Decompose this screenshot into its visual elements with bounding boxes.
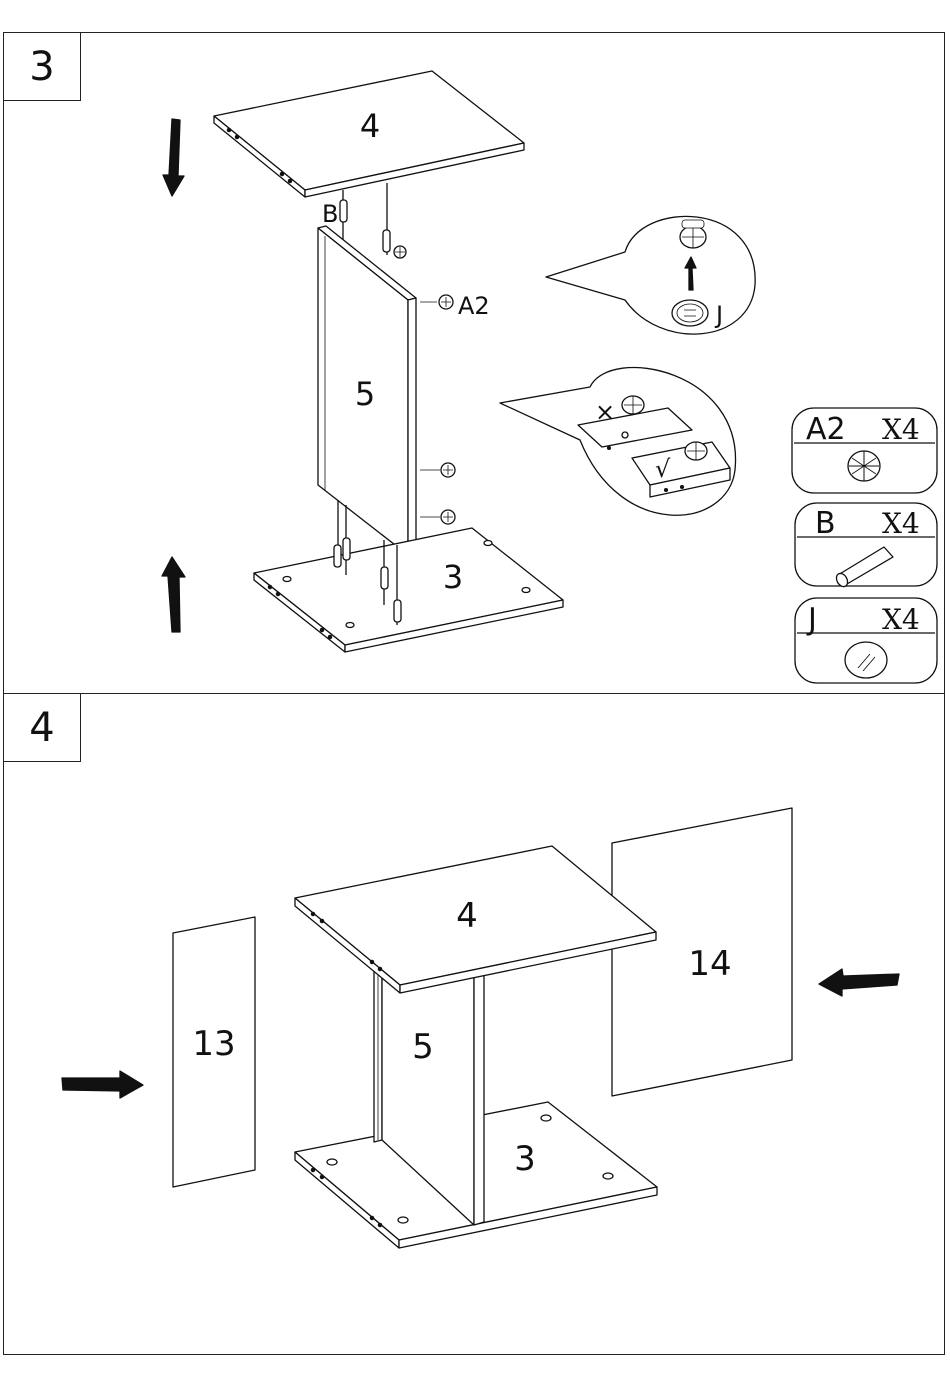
arrow-up-icon xyxy=(162,557,185,632)
dowel-icon xyxy=(383,230,390,252)
part-qty: X4 xyxy=(882,507,920,540)
cam-lock-icon xyxy=(622,396,644,414)
part-code: A2 xyxy=(806,412,846,447)
dowel-icon xyxy=(340,200,347,222)
cam-lock-icon xyxy=(685,442,707,460)
dowel-icon xyxy=(343,538,350,560)
part-qty: X4 xyxy=(882,603,920,636)
panel-5-side: 5 xyxy=(318,226,416,555)
panel-3-bottom: 3 xyxy=(254,528,563,652)
cover-cap-icon xyxy=(845,642,887,678)
panel-4-top: 4 xyxy=(295,846,656,993)
cam-lock-icon xyxy=(680,220,706,248)
panel-label-3: 3 xyxy=(514,1139,536,1179)
panel-label-4: 4 xyxy=(456,896,478,936)
arrow-right-icon xyxy=(62,1071,143,1098)
panel-4-top: 4 xyxy=(214,71,524,197)
arrow-down-icon xyxy=(163,119,184,196)
part-qty: X4 xyxy=(882,413,920,446)
panel-label-5: 5 xyxy=(412,1027,434,1067)
part-card-b: B X4 xyxy=(795,503,937,589)
arrow-left-icon xyxy=(819,969,899,996)
part-code: B xyxy=(815,506,836,541)
dowel-icon xyxy=(394,600,401,622)
wrong-mark-icon: × xyxy=(595,398,615,426)
cam-lock-icon xyxy=(848,451,880,481)
dowel-icon xyxy=(334,545,341,567)
dowel-icon xyxy=(381,567,388,589)
panel-label-4: 4 xyxy=(360,107,380,145)
part-card-j: J X4 xyxy=(795,598,937,683)
panel-13-left: 13 xyxy=(173,917,255,1187)
panel-label-13: 13 xyxy=(192,1024,235,1064)
part-code: J xyxy=(806,602,817,637)
part-card-a2: A2 X4 xyxy=(792,408,937,493)
parts-legend: A2 X4 B X4 J xyxy=(792,408,937,683)
callout-a2: A2 xyxy=(458,292,490,320)
callout-orientation-detail: × √ xyxy=(500,367,736,515)
right-mark-icon: √ xyxy=(655,455,671,483)
callout-j: J xyxy=(714,301,723,329)
panel-label-14: 14 xyxy=(688,944,731,984)
callout-b: B xyxy=(322,200,338,228)
panel-label-3: 3 xyxy=(443,558,463,596)
panel-label-5: 5 xyxy=(355,375,375,413)
callout-insert-detail: J xyxy=(546,216,755,334)
panel-14-right: 14 xyxy=(612,808,792,1096)
